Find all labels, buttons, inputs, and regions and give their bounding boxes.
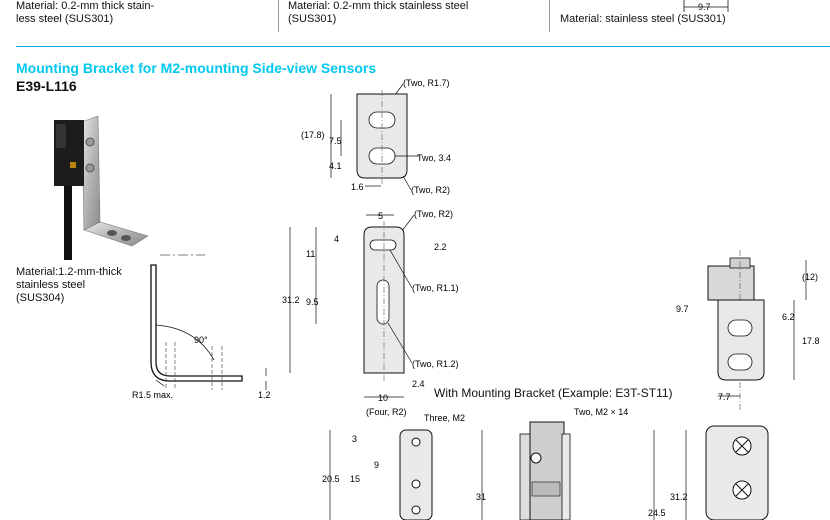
dim-label: 5	[378, 211, 383, 221]
dim-label: 24.5	[648, 508, 666, 518]
top-material-col2: Material: 0.2-mm thick stainless steel (…	[288, 0, 468, 26]
dim-label: 31	[476, 492, 486, 502]
example-caption: With Mounting Bracket (Example: E3T-ST11…	[434, 386, 673, 400]
dim-label: 4.1	[329, 161, 342, 171]
dim-label: 1.6	[351, 182, 364, 192]
model-number: E39-L116	[16, 78, 77, 94]
dim-label: 17.8	[802, 336, 820, 346]
dim-label: (Two, R2)	[411, 185, 450, 195]
dim-label: 9.5	[306, 297, 319, 307]
dim-label: 6.2	[782, 312, 795, 322]
bottom-assembly-drawing: Two, M2 × 14 31 24.5 31.2	[476, 407, 688, 520]
dim-label: (17.8)	[301, 130, 325, 140]
dim-label: 9	[374, 460, 379, 470]
dim-label: Two, 3.4	[417, 153, 451, 163]
material-line: Material: 0.2-mm thick stain-	[16, 0, 155, 12]
section-title: Mounting Bracket for M2-mounting Side-vi…	[16, 60, 377, 76]
angle-label: 90°	[194, 335, 208, 345]
bottom-bracket-drawing: (Four, R2) Three, M2 3 9 20.5 15	[322, 407, 465, 520]
material-line: (SUS304)	[16, 292, 65, 304]
dim-label: (Two, R1.1)	[412, 283, 459, 293]
material-line: Material: 0.2-mm thick stainless steel	[288, 0, 469, 12]
dim-label: (Two, R1.2)	[412, 359, 459, 369]
dim-label: 9.7	[676, 304, 689, 314]
dim-label: (12)	[802, 272, 818, 282]
column-divider	[278, 0, 279, 32]
dim-label: 2.2	[434, 242, 447, 252]
front-view-drawing: (Two, R2) 5 4 2.2 11 31.2 (Two, R1.1) 9.…	[282, 209, 459, 403]
dim-label: (Four, R2)	[366, 407, 407, 417]
dim-label: Two, M2 × 14	[574, 407, 628, 417]
section-rule	[16, 46, 830, 47]
dim-label: 31.2	[670, 492, 688, 502]
material-line: less steel (SUS301)	[16, 13, 114, 25]
material-line: stainless steel	[16, 279, 86, 291]
dim-label: (Two, R1.7)	[403, 78, 450, 88]
top-view-drawing: (Two, R1.7) (17.8) 7.5 4.1 Two, 3.4 1.6 …	[301, 78, 451, 195]
dim-label: 3	[352, 434, 357, 444]
dim-label: 7.5	[329, 136, 342, 146]
top-material-col3: Material: stainless steel (SUS301)	[560, 13, 726, 25]
dim-label: 20.5	[322, 474, 340, 484]
dim-label: 15	[350, 474, 360, 484]
dim-label: 31.2	[282, 295, 300, 305]
material-line: Material:1.2-mm-thick	[16, 266, 122, 278]
thickness-label: 1.2	[258, 390, 271, 400]
bottom-right-drawing	[705, 425, 769, 520]
dim-label: 11	[306, 249, 315, 259]
dim-label: (Two, R2)	[414, 209, 453, 219]
right-view-drawing: (12) 9.7 6.2 17.8 7.7	[676, 250, 820, 410]
top-dimension-97: 9.7	[683, 0, 729, 12]
dim-label: Three, M2	[424, 413, 465, 423]
side-view-drawing: 90° R1.5 max. 1.2	[132, 254, 271, 400]
material-line: (SUS301)	[288, 13, 337, 25]
dim-label: 2.4	[412, 379, 425, 389]
dim-label: 10	[378, 393, 388, 403]
dim-label: 9.7	[698, 2, 711, 12]
bend-radius-label: R1.5 max.	[132, 390, 173, 400]
dim-label: 7.7	[718, 392, 731, 402]
section-material: Material:1.2-mm-thick stainless steel (S…	[16, 266, 122, 305]
column-divider	[549, 0, 550, 32]
top-material-col1: Material: 0.2-mm thick stain- less steel…	[16, 0, 154, 26]
dim-label: 4	[334, 234, 339, 244]
product-photo	[54, 115, 149, 260]
